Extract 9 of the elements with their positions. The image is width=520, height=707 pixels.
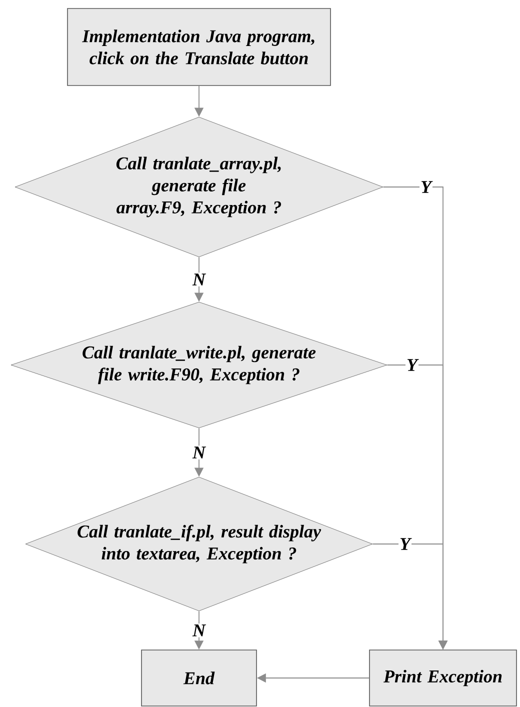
edge-label: Y [400, 538, 412, 550]
edge-label: N [192, 624, 206, 636]
edge-label: Y [407, 359, 419, 371]
edge-label: N [192, 274, 206, 286]
edge-label: N [192, 446, 206, 458]
process-box: Implementation Java program, click on the Translate button [67, 8, 331, 86]
process-box: End [141, 650, 257, 706]
edge-label: Y [421, 181, 433, 193]
process-box: Print Exception [369, 650, 517, 706]
